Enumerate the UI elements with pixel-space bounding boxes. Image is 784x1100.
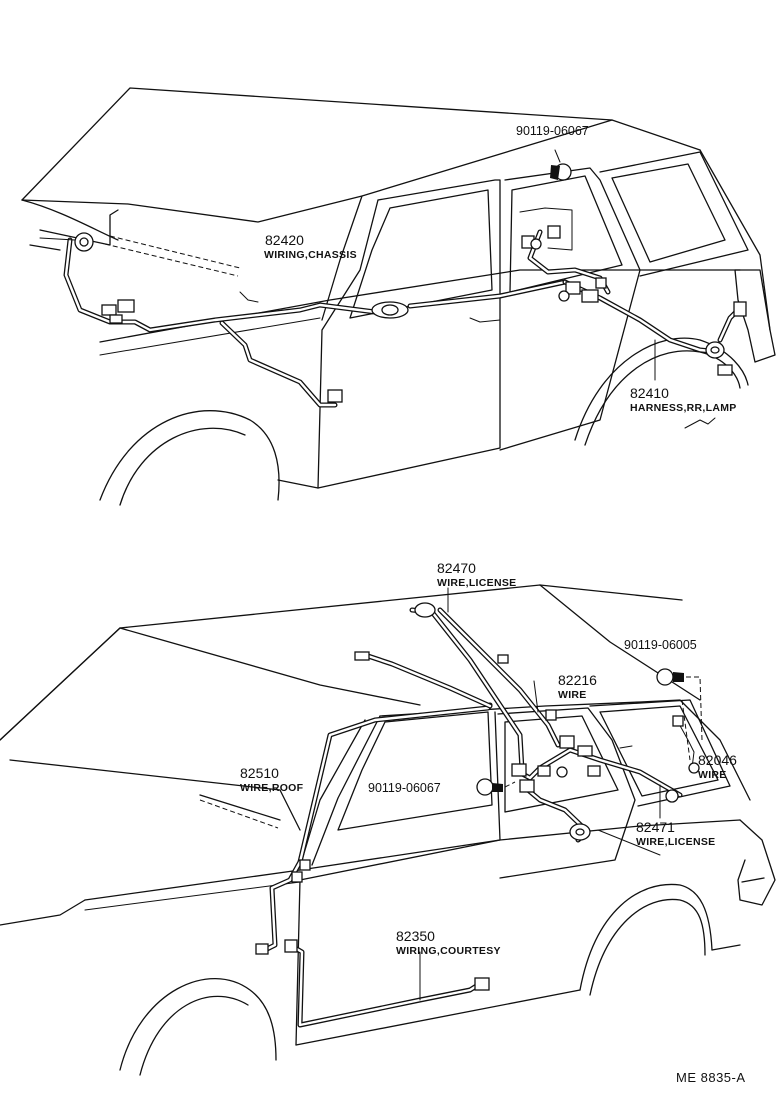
wiring-chassis-82420 xyxy=(39,232,568,408)
part-name-82410: HARNESS,RR,LAMP xyxy=(630,402,737,414)
part-number-90119-06005: 90119-06005 xyxy=(624,638,697,652)
part-number-82510: 82510 xyxy=(240,765,279,781)
part-name-82350: WIRING,COURTESY xyxy=(396,945,501,957)
harness-rr-lamp-82410 xyxy=(519,149,747,429)
part-number-82420: 82420 xyxy=(265,232,304,248)
upper-car-body xyxy=(21,87,776,506)
lower-car-body xyxy=(0,584,776,1076)
part-number-82216: 82216 xyxy=(558,672,597,688)
part-name-82471: WIRE,LICENSE xyxy=(636,836,715,848)
part-number-90119-06067-bottom: 90119-06067 xyxy=(368,781,441,795)
part-name-82216: WIRE xyxy=(558,689,587,701)
part-number-90119-06067-top: 90119-06067 xyxy=(516,124,589,138)
wire-roof-82510 xyxy=(255,651,493,955)
lower-rear-harness xyxy=(476,668,703,856)
part-number-82046: 82046 xyxy=(698,752,737,768)
part-number-82410: 82410 xyxy=(630,385,669,401)
part-name-82046: WIRE xyxy=(698,769,727,781)
part-number-82350: 82350 xyxy=(396,928,435,944)
wiring-courtesy-82350 xyxy=(284,939,490,1028)
wire-license-82470 xyxy=(409,587,561,773)
part-name-82510: WIRE,ROOF xyxy=(240,782,304,794)
part-name-82420: WIRING,CHASSIS xyxy=(264,249,357,261)
diagram-code: ME 8835-A xyxy=(676,1070,746,1085)
part-number-82470: 82470 xyxy=(437,560,476,576)
part-number-82471: 82471 xyxy=(636,819,675,835)
part-name-82470: WIRE,LICENSE xyxy=(437,577,516,589)
